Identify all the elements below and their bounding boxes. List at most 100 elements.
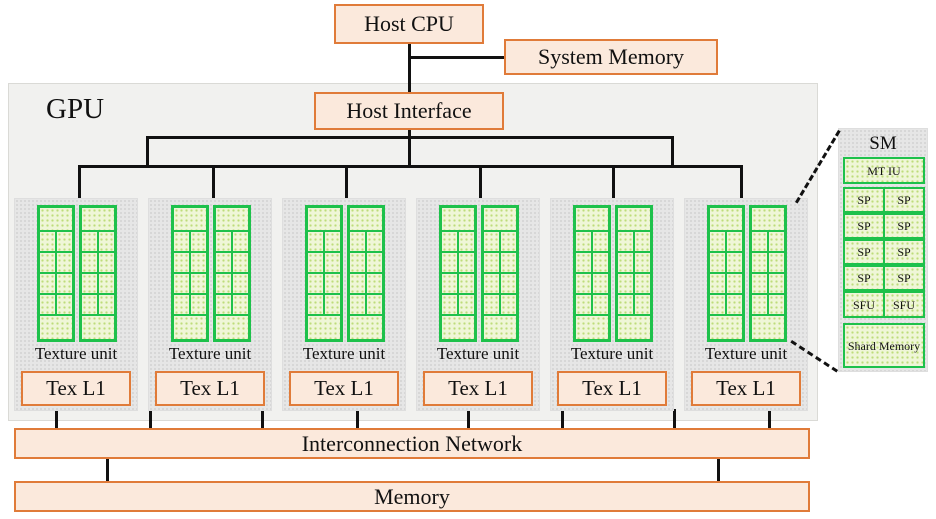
tex-l1-box: Tex L1 xyxy=(691,371,801,406)
sm-cell xyxy=(81,231,98,252)
interconnect-link xyxy=(55,409,58,429)
sp-cell: SP xyxy=(883,187,925,213)
tpc-feed-line xyxy=(612,165,615,199)
sm-title: SM xyxy=(869,133,897,154)
sm-cell xyxy=(173,315,207,340)
streaming-multiprocessor xyxy=(481,205,519,342)
sm-cell xyxy=(56,231,73,252)
streaming-multiprocessor xyxy=(213,205,251,342)
interconnect-link xyxy=(261,409,264,429)
sm-cell xyxy=(500,294,517,315)
sm-cell xyxy=(617,207,651,231)
sm-cell xyxy=(173,294,190,315)
sp-cell: SP xyxy=(843,239,885,265)
sm-cell xyxy=(751,252,768,273)
tex-l1-box: Tex L1 xyxy=(21,371,131,406)
sm-cell xyxy=(458,231,475,252)
sm-cell xyxy=(458,252,475,273)
sm-cell xyxy=(726,231,743,252)
sm-cell xyxy=(751,294,768,315)
sm-cell xyxy=(483,231,500,252)
sm-cell xyxy=(173,207,207,231)
sm-cell xyxy=(500,273,517,294)
sm-cell xyxy=(483,252,500,273)
sm-cell xyxy=(617,315,651,340)
texture-unit-label: Texture unit xyxy=(302,344,386,363)
sm-cell xyxy=(768,252,785,273)
host-bus-line xyxy=(408,44,411,92)
sm-cell xyxy=(215,315,249,340)
memory-link xyxy=(106,459,109,481)
sm-cell xyxy=(617,273,634,294)
sm-cell xyxy=(81,207,115,231)
streaming-multiprocessor xyxy=(79,205,117,342)
system-memory-link xyxy=(408,56,504,59)
host-interface-box: Host Interface xyxy=(314,92,504,130)
texture-unit-label: Texture unit xyxy=(436,344,520,363)
sm-cell xyxy=(575,315,609,340)
sm-cell xyxy=(215,207,249,231)
tpc-feed-line xyxy=(479,165,482,199)
interconnect-link xyxy=(768,409,771,429)
tex-l1-box: Tex L1 xyxy=(289,371,399,406)
interconnect-link xyxy=(467,409,470,429)
interconnect-link xyxy=(149,409,152,429)
host-cpu-box: Host CPU xyxy=(334,4,484,44)
sm-cell xyxy=(324,294,341,315)
sm-cell xyxy=(441,231,458,252)
sm-cell xyxy=(81,273,98,294)
sp-cell: SP xyxy=(883,213,925,239)
sm-cell xyxy=(39,207,73,231)
sm-cell xyxy=(190,273,207,294)
sm-cell xyxy=(190,252,207,273)
sm-cell xyxy=(349,207,383,231)
sm-cell xyxy=(483,294,500,315)
texture-unit-label: Texture unit xyxy=(168,344,252,363)
sm-cell xyxy=(709,231,726,252)
sm-cell xyxy=(458,294,475,315)
sm-cell xyxy=(39,231,56,252)
sm-cell xyxy=(366,231,383,252)
sm-cell xyxy=(575,231,592,252)
sm-cell xyxy=(441,315,475,340)
tex-l1-box: Tex L1 xyxy=(423,371,533,406)
sm-cell xyxy=(768,294,785,315)
sm-cell xyxy=(483,207,517,231)
sm-cell xyxy=(307,273,324,294)
streaming-multiprocessor xyxy=(439,205,477,342)
sm-cell xyxy=(768,231,785,252)
sp-cell: SP xyxy=(883,265,925,291)
sm-cell xyxy=(617,252,634,273)
sm-cell xyxy=(81,252,98,273)
sm-cell xyxy=(215,231,232,252)
sm-cell xyxy=(173,231,190,252)
streaming-multiprocessor xyxy=(707,205,745,342)
sm-cell xyxy=(39,294,56,315)
streaming-multiprocessor xyxy=(749,205,787,342)
tex-l1-box: Tex L1 xyxy=(557,371,667,406)
sm-cell xyxy=(592,273,609,294)
sm-cell xyxy=(575,252,592,273)
sm-cell xyxy=(56,273,73,294)
sm-cell xyxy=(709,207,743,231)
sm-cell xyxy=(575,273,592,294)
streaming-multiprocessor xyxy=(171,205,209,342)
sm-cell xyxy=(575,207,609,231)
texture-unit-label: Texture unit xyxy=(704,344,788,363)
sm-cell xyxy=(349,231,366,252)
sm-cell xyxy=(98,273,115,294)
texture-unit-label: Texture unit xyxy=(570,344,654,363)
sm-cell xyxy=(617,231,634,252)
sm-cell xyxy=(98,231,115,252)
sm-cell xyxy=(324,273,341,294)
sm-cell xyxy=(592,231,609,252)
sp-cell: SP xyxy=(843,187,885,213)
sp-cell: SP xyxy=(843,265,885,291)
tex-l1-box: Tex L1 xyxy=(155,371,265,406)
mtiu-cell: MT IU xyxy=(843,157,925,184)
tpc-feed-line xyxy=(740,165,743,199)
